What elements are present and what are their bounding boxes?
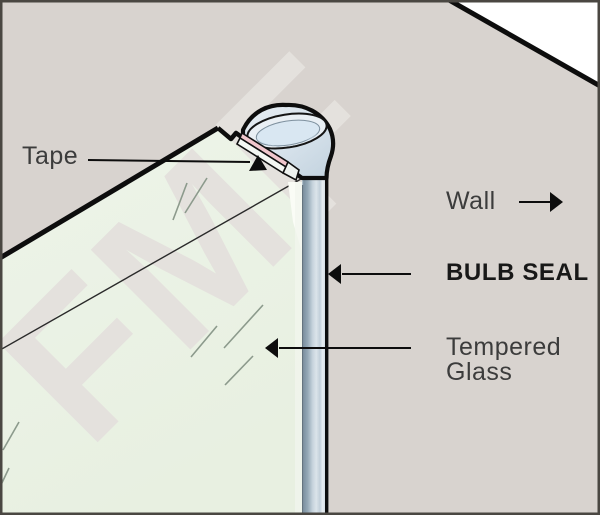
glass-corner-notch xyxy=(216,126,245,142)
tempered-glass-panel xyxy=(0,128,302,515)
bulb-seal-arrow-head xyxy=(328,264,341,284)
glass-inner-edge xyxy=(0,178,302,351)
tape-flange-assembly xyxy=(235,131,300,182)
tempered-glass-label-line2: Glass xyxy=(446,358,513,386)
callout-arrows xyxy=(87,155,563,358)
wall-arrow-head xyxy=(550,192,563,212)
bulb-seal-label: BULB SEAL xyxy=(446,259,589,286)
tape-label: Tape xyxy=(22,142,79,170)
wall-top-diagonal-edge xyxy=(447,0,600,89)
bulb-opening-inner xyxy=(255,119,321,147)
tape-arrow-line xyxy=(87,159,251,163)
glass-reflection-hatches xyxy=(0,177,264,488)
tempered-glass-label-line1: Tempered xyxy=(446,333,562,361)
glass-top-edge xyxy=(0,125,220,261)
tempered-glass-label: Tempered Glass xyxy=(446,335,561,385)
wall-label: Wall xyxy=(446,187,496,215)
flange-end-cap xyxy=(281,160,300,182)
tempered-glass-arrow-head xyxy=(265,338,278,358)
tape-arrow-head xyxy=(249,155,267,171)
bulb-seal-head xyxy=(240,102,336,181)
wall-corner-line xyxy=(325,148,329,513)
bulb-seal-column xyxy=(302,158,325,513)
